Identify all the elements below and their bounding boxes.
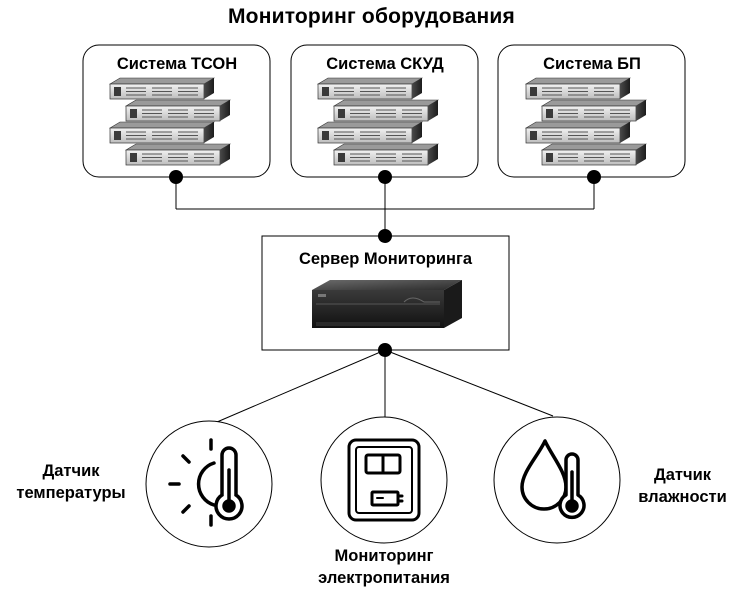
power-supply-icon [347, 438, 421, 522]
temperature-sensor-label-line2: температуры [16, 484, 126, 502]
temperature-sensor-label-line1: Датчик [42, 462, 100, 480]
humidity-sensor-label: Датчик влажности [622, 464, 743, 508]
temperature-sensor-label: Датчик температуры [0, 460, 142, 504]
power-monitor-label-line2: электропитания [318, 569, 450, 587]
top-connectors [175, 177, 595, 236]
server-unit-icon [312, 280, 462, 328]
humidity-drop-icon [520, 439, 586, 520]
temperature-sensor-circle [145, 420, 273, 548]
bottom-connectors [202, 349, 554, 429]
power-monitor-label: Мониторинг электропитания [284, 545, 484, 589]
power-monitor-label-line1: Мониторинг [334, 547, 434, 565]
system-label-skud: Система СКУД [326, 55, 444, 73]
humidity-sensor-label-line1: Датчик [654, 466, 711, 484]
system-label-bp: Система БП [543, 55, 641, 73]
system-label-tson: Система ТСОН [116, 55, 238, 73]
junction-dots [169, 170, 601, 357]
thermometer-sun-icon [168, 438, 244, 527]
power-monitor-circle [320, 416, 448, 544]
diagram-title: Мониторинг оборудования [227, 5, 515, 28]
server-label: Сервер Мониторинга [298, 250, 473, 268]
humidity-sensor-circle [493, 416, 621, 544]
humidity-sensor-label-line2: влажности [638, 488, 727, 506]
